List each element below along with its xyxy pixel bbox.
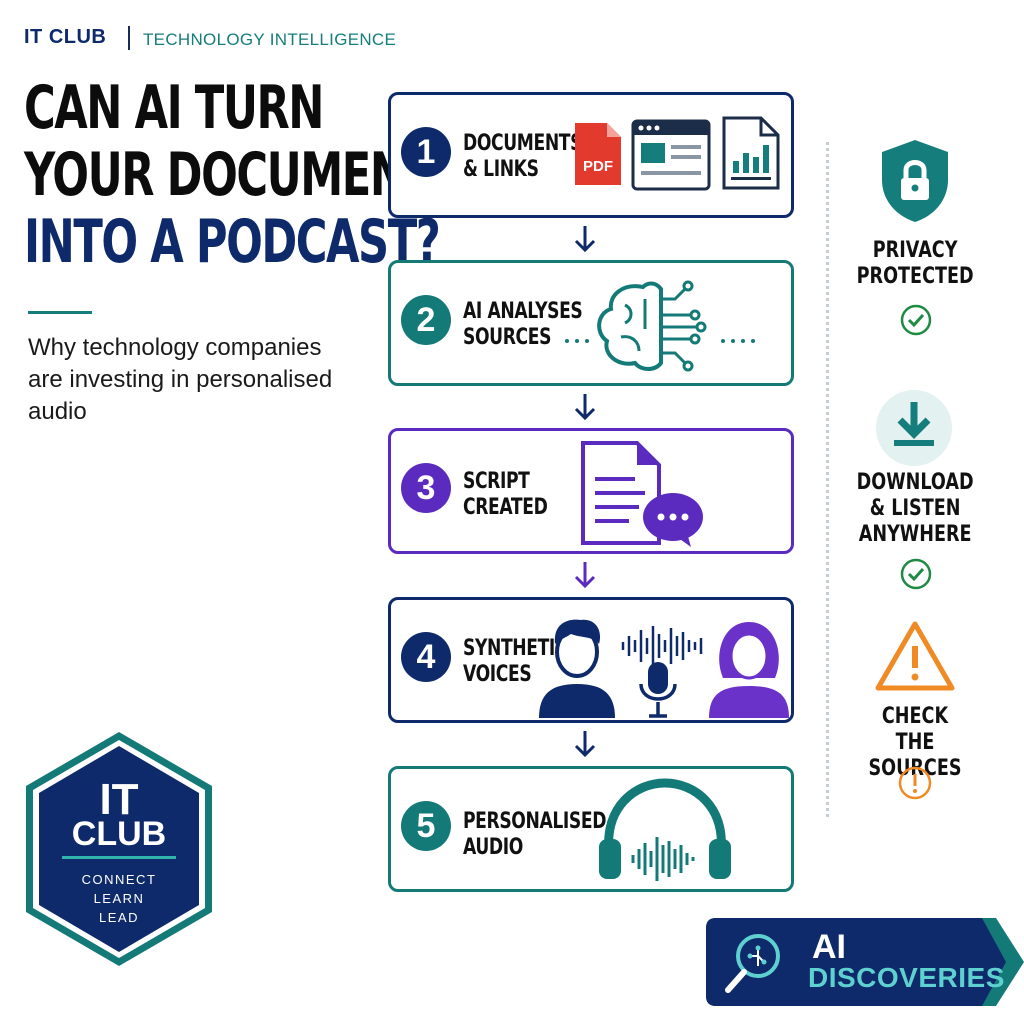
download-icon [876,390,952,466]
headphones-icon [599,778,731,881]
privacy-protected-label: PRIVACY PROTECTED [856,238,974,289]
step-5-label: PERSONALISED AUDIO [463,809,607,860]
step-1-label: DOCUMENTS & LINKS [463,131,583,182]
ai-brain-icon [565,280,755,372]
shield-lock-icon [882,140,948,222]
pdf-icon: PDF [575,123,621,185]
step-4-number: 4 [401,632,451,682]
webpage-icon [631,119,711,191]
intro-text: Why technology companies are investing i… [28,334,333,425]
ai-discoveries-line-1: AI [812,928,846,966]
it-club-badge [26,732,212,966]
step-3-card: 3 SCRIPT CREATED [388,428,794,554]
synthetic-voices-illustration [539,619,789,718]
female-voice-icon [709,622,789,718]
warning-triangle-icon [875,621,955,691]
check-sources-label: CHECK THE SOURCES [868,704,962,781]
check-circle-icon [900,558,932,590]
download-listen-label: DOWNLOAD & LISTEN ANYWHERE [856,470,974,547]
badge-motto-learn: LEARN [93,891,145,906]
chat-bubble-icon [643,493,703,547]
sound-wave-icon [621,626,703,666]
step-2-number: 2 [401,295,451,345]
ai-discoveries-banner [706,918,1024,1006]
brand-separator [128,26,130,50]
badge-motto-connect: CONNECT [81,872,157,887]
arrow-down-icon [574,562,596,589]
step-4-card: 4 SYNTHETIC VOICES [388,597,794,723]
check-circle-icon [900,304,932,336]
headline-line-3: INTO A PODCAST? [24,207,441,277]
step-3-label: SCRIPT CREATED [463,469,548,520]
badge-motto-lead: LEAD [99,910,139,925]
step-4-label: SYNTHETIC VOICES [463,636,568,687]
ai-discoveries-line-2: DISCOVERIES [808,962,1005,993]
badge-club: CLUB [71,815,167,853]
sound-wave-icon [631,837,695,881]
pdf-icon-text: PDF [583,158,613,175]
step-1-card: 1 DOCUMENTS & LINKS PDF [388,92,794,218]
step-1-number: 1 [401,127,451,177]
script-document-icon [581,441,703,547]
headline-line-1: CAN AI TURN [24,73,324,143]
side-divider [826,142,829,817]
step-3-number: 3 [401,463,451,513]
arrow-down-icon [574,226,596,253]
arrow-down-icon [574,394,596,421]
arrow-down-icon [574,731,596,758]
step-2-label: AI ANALYSES SOURCES [463,299,583,350]
badge-it: IT [99,775,139,824]
male-voice-icon [539,619,615,718]
report-chart-icon [722,116,780,190]
microphone-icon [639,662,677,718]
step-5-card: 5 PERSONALISED AUDIO [388,766,794,892]
brand-name: IT CLUB [24,26,107,48]
step-2-card: 2 AI ANALYSES SOURCES [388,260,794,386]
step-5-number: 5 [401,801,451,851]
headline-divider [28,311,92,314]
exclamation-circle-icon [898,766,932,800]
brand-subtitle: TECHNOLOGY INTELLIGENCE [143,30,397,49]
ai-search-icon [725,934,780,993]
